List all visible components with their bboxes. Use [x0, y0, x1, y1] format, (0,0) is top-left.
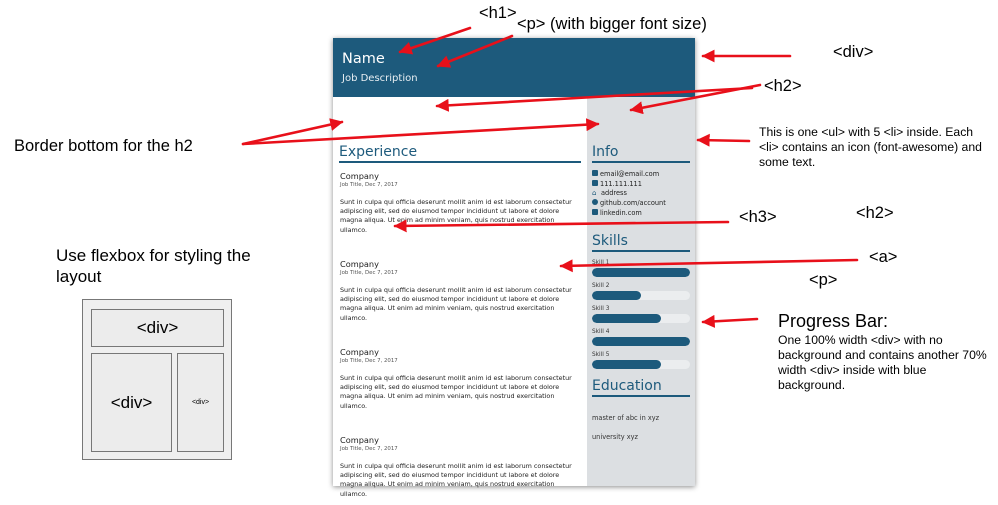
info-item[interactable]: email@email.com: [592, 170, 694, 180]
border-bottom-annotation: Border bottom for the h2: [14, 137, 193, 155]
job-description: Sunt in culpa qui officia deserunt molli…: [340, 286, 572, 322]
job-entry: Company Job Title, Dec 7, 2017 Sunt in c…: [340, 259, 582, 323]
education-item: university xyz: [592, 433, 638, 441]
skill-label: Skill 2: [592, 283, 610, 289]
arrow-a: [559, 258, 859, 273]
progress-bar-track: [592, 291, 690, 300]
ul-annotation: This is one <ul> with 5 <li> inside. Eac…: [759, 125, 982, 169]
info-item[interactable]: github.com/account: [592, 199, 694, 209]
layout-diagram: <div> <div> <div>: [82, 299, 232, 460]
resume-job-description: Job Description: [342, 73, 418, 84]
job-description: Sunt in culpa qui officia deserunt molli…: [340, 198, 572, 234]
layout-top-label: <div>: [136, 318, 179, 337]
h3-annotation: <h3>: [739, 208, 777, 226]
job-entry: Company Job Title, Dec 7, 2017 Sunt in c…: [340, 435, 582, 499]
skill-row: Skill 5: [592, 352, 690, 369]
job-title-date: Job Title, Dec 7, 2017: [340, 358, 398, 364]
resume-header: Name Job Description: [333, 38, 695, 97]
job-company: Company: [340, 259, 379, 269]
progress-bar-fill: [592, 268, 690, 277]
home-icon: ⌂: [592, 189, 597, 198]
skill-row: Skill 3: [592, 306, 690, 323]
phone-icon: [592, 179, 598, 186]
skill-row: Skill 2: [592, 283, 690, 300]
progress-bar-fill: [592, 291, 641, 300]
layout-top-div: <div>: [91, 309, 224, 347]
arrow-border-left: [241, 118, 344, 146]
info-item[interactable]: linkedin.com: [592, 208, 694, 219]
envelope-icon: [592, 170, 598, 176]
div-annotation: <div>: [833, 43, 874, 61]
job-description: Sunt in culpa qui officia deserunt molli…: [340, 374, 572, 410]
arrow-p-bigger: [436, 34, 514, 68]
info-github: github.com/account: [600, 199, 666, 208]
progress-bar-track: [592, 314, 690, 323]
experience-heading: Experience: [339, 144, 581, 163]
education-item: master of abc in xyz: [592, 414, 660, 422]
skill-label: Skill 1: [592, 260, 610, 266]
resume-main-column: Experience Company Job Title, Dec 7, 201…: [333, 97, 587, 498]
layout-left-label: <div>: [110, 392, 153, 412]
progress-bar-track: [592, 360, 690, 369]
github-icon: [592, 199, 598, 206]
h1-annotation: <h1>: [479, 4, 517, 22]
info-linkedin: linkedin.com: [600, 208, 642, 217]
progress-bar-track: [592, 268, 690, 277]
skills-heading: Skills: [592, 233, 690, 252]
arrow-h2-experience: [435, 86, 754, 112]
job-entry: Company Job Title, Dec 7, 2017 Sunt in c…: [340, 171, 582, 235]
info-item[interactable]: ⌂ address: [592, 189, 694, 199]
skill-label: Skill 4: [592, 329, 610, 335]
skill-label: Skill 5: [592, 352, 610, 358]
job-description: Sunt in culpa qui officia deserunt molli…: [340, 462, 572, 498]
linkedin-icon: [592, 208, 598, 215]
info-phone: 111.111.111: [600, 179, 642, 188]
arrow-h1: [398, 26, 472, 55]
layout-right-div: <div>: [177, 353, 224, 452]
skill-row: Skill 1: [592, 260, 690, 277]
job-entry: Company Job Title, Dec 7, 2017 Sunt in c…: [340, 347, 582, 411]
info-item[interactable]: 111.111.111: [592, 179, 694, 190]
info-list: email@email.com 111.111.111 ⌂ address git…: [592, 170, 694, 219]
progress-bar-title: Progress Bar:: [778, 311, 889, 331]
info-heading: Info: [592, 144, 690, 163]
a-annotation: <a>: [869, 248, 898, 266]
h2-annotation-right: <h2>: [856, 204, 894, 222]
p-annotation: <p>: [809, 271, 838, 289]
layout-right-label: <div>: [191, 399, 210, 406]
skill-label: Skill 3: [592, 306, 610, 312]
education-heading: Education: [592, 378, 690, 397]
info-email: email@email.com: [600, 170, 660, 178]
job-company: Company: [340, 347, 379, 357]
flexbox-annotation: Use flexbox for styling the layout: [56, 246, 251, 286]
progress-bar-description: One 100% width <div> with no background …: [778, 333, 987, 392]
skill-row: Skill 4: [592, 329, 690, 346]
job-company: Company: [340, 171, 379, 181]
job-title-date: Job Title, Dec 7, 2017: [340, 446, 398, 452]
resume-name: Name: [342, 51, 385, 67]
job-company: Company: [340, 435, 379, 445]
progress-bar-fill: [592, 337, 690, 346]
info-address: address: [601, 189, 627, 198]
layout-left-div: <div>: [91, 353, 172, 452]
job-title-date: Job Title, Dec 7, 2017: [340, 270, 398, 276]
resume-sidebar: Info email@email.com 111.111.111 ⌂ addres…: [587, 97, 695, 486]
arrow-ul: [696, 133, 751, 147]
progress-bar-track: [592, 337, 690, 346]
arrow-h3: [393, 219, 730, 233]
p-bigger-annotation: <p> (with bigger font size): [517, 15, 707, 33]
arrow-border-right: [241, 118, 600, 146]
progress-bar-fill: [592, 360, 661, 369]
arrow-progress: [701, 314, 759, 328]
h2-annotation-top: <h2>: [764, 77, 802, 95]
progress-bar-fill: [592, 314, 661, 323]
job-title-date: Job Title, Dec 7, 2017: [340, 182, 398, 188]
